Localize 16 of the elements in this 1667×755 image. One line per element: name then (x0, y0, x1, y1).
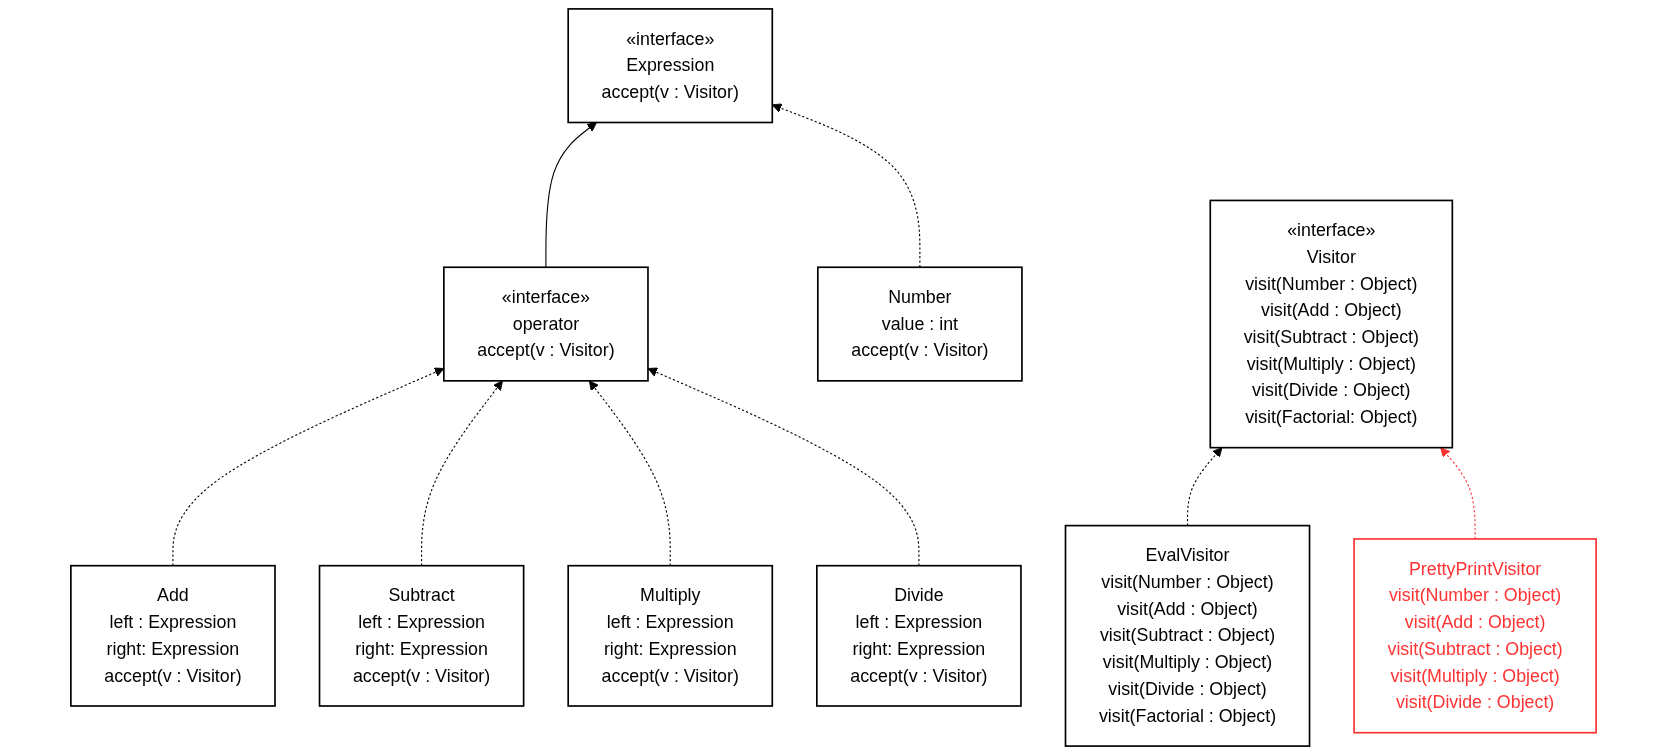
arrow (647, 367, 920, 567)
node-box: Multiply left : Expression right: Expression accept(v : Visitor) (567, 564, 774, 707)
node-box: Divide left : Expression right: Expression accept(v : Visitor) (816, 564, 1022, 707)
node-box: «interface» operator accept(v : Visitor) (443, 266, 649, 382)
arrow (1186, 447, 1223, 527)
node-box: «interface» Expression accept(v : Visitor) (567, 8, 774, 124)
node-box: «interface» Visitor visit(Number : Object) visit(Add : Object) visit(Subtract : Object) visit(Multiply : Object) visit(Divide : Object) visit(Factorial: Object) (1209, 199, 1454, 449)
arrow (421, 380, 503, 567)
node-box: Add left : Expression right: Expression accept(v : Visitor) (70, 564, 276, 707)
node-box: PrettyPrintVisitor visit(Number : Object) visit(Add : Object) visit(Subtract : Object) visit(Multiply : Object) visit(Divide : Object) (1353, 538, 1597, 734)
node-box: Number value : int accept(v : Visitor) (817, 266, 1023, 382)
arrow (588, 380, 671, 567)
arrow (545, 122, 597, 268)
node-box: Subtract left : Expression right: Expression accept(v : Visitor) (318, 564, 525, 707)
node-box: EvalVisitor visit(Number : Object) visit(Add : Object) visit(Subtract : Object) visit(Multiply : Object) visit(Divide : Object) visit(Factorial : Object) (1064, 524, 1311, 747)
arrow (1440, 447, 1476, 540)
